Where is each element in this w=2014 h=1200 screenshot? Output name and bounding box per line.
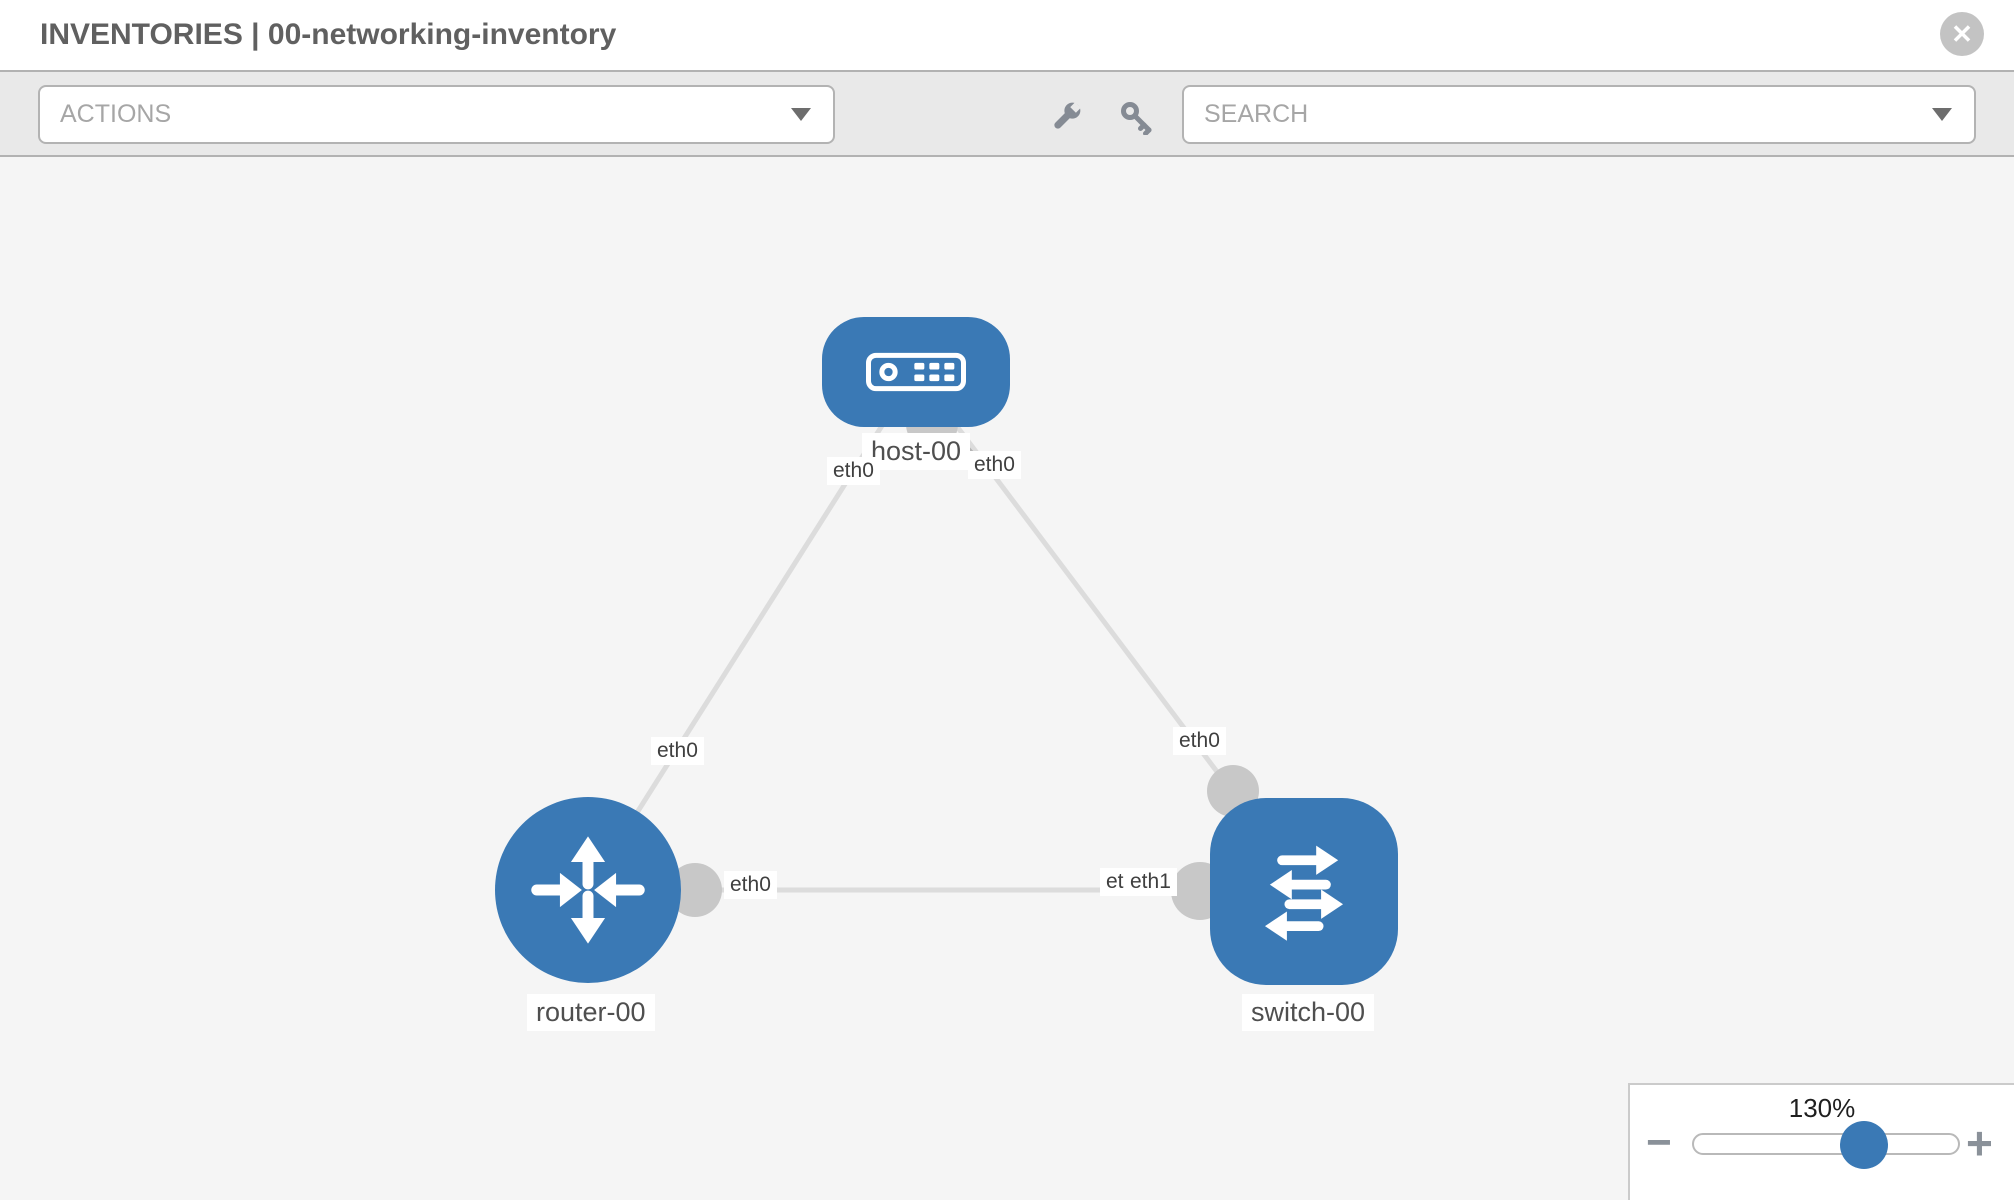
host-icon <box>866 352 966 392</box>
interface-label: eth0 <box>724 871 777 899</box>
toolbar: ACTIONS SEARCH <box>0 70 2014 157</box>
interface-circle-router <box>668 863 722 917</box>
page-title: INVENTORIES | 00-networking-inventory <box>40 18 617 51</box>
header: INVENTORIES | 00-networking-inventory ✕ <box>0 0 2014 70</box>
interface-label: eth0 <box>968 451 1021 479</box>
interface-label: eth1 <box>1124 868 1177 896</box>
zoom-slider-track[interactable] <box>1692 1133 1960 1155</box>
node-host[interactable] <box>822 317 1010 427</box>
switch-icon <box>1264 845 1344 941</box>
router-icon <box>531 836 645 944</box>
topology-canvas[interactable]: host-00 router-00 switch-00 eth0 eth0 et… <box>0 157 2014 1200</box>
actions-dropdown-label: ACTIONS <box>60 100 172 128</box>
chevron-down-icon <box>1932 108 1952 121</box>
zoom-slider-thumb[interactable] <box>1840 1121 1888 1169</box>
zoom-panel: 130% − + <box>1628 1083 2014 1200</box>
actions-dropdown[interactable]: ACTIONS <box>38 85 835 144</box>
node-label-host: host-00 <box>862 433 971 470</box>
key-icon[interactable] <box>1118 99 1154 135</box>
search-input[interactable]: SEARCH <box>1204 100 1309 128</box>
node-switch[interactable] <box>1210 798 1398 985</box>
search-dropdown[interactable]: SEARCH <box>1182 85 1976 144</box>
interface-label: eth0 <box>1173 727 1226 755</box>
wrench-icon[interactable] <box>1048 99 1084 135</box>
close-icon[interactable]: ✕ <box>1940 12 1984 56</box>
interface-label: eth0 <box>651 737 704 765</box>
node-label-router: router-00 <box>527 994 655 1031</box>
chevron-down-icon <box>791 108 811 121</box>
node-label-switch: switch-00 <box>1242 994 1375 1031</box>
links-layer <box>585 370 1259 920</box>
node-router[interactable] <box>495 797 681 983</box>
zoom-level-label: 130% <box>1788 1093 1856 1123</box>
interface-label: eth0 <box>827 457 880 485</box>
zoom-in-button[interactable]: + <box>1966 1117 1993 1169</box>
zoom-out-button[interactable]: − <box>1646 1118 1672 1167</box>
